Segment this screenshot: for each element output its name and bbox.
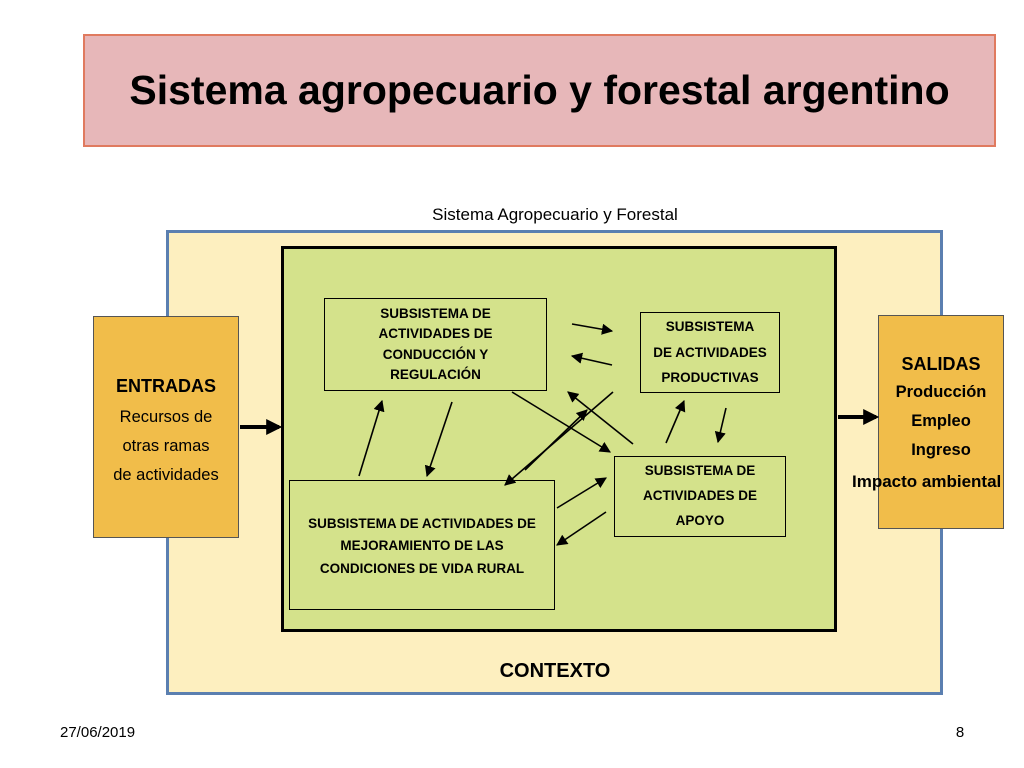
subsystem-productivas-line: PRODUCTIVAS xyxy=(661,370,759,386)
arrow-mejoramiento-to-apoyo xyxy=(556,477,607,509)
context-label: CONTEXTO xyxy=(499,660,611,682)
outputs-line: Ingreso xyxy=(911,441,971,459)
subsystem-productivas: SUBSISTEMA DE ACTIVIDADES PRODUCTIVAS xyxy=(640,312,780,393)
subsystem-conduccion-line: ACTIVIDADES DE xyxy=(378,326,493,342)
arrow-productivas-to-apoyo xyxy=(714,407,727,444)
subsystem-mejoramiento: SUBSISTEMA DE ACTIVIDADES DE MEJORAMIENT… xyxy=(289,480,555,610)
slide-date: 27/06/2019 xyxy=(60,724,136,741)
arrow-apoyo-to-productivas xyxy=(665,399,686,444)
arrow-conduccion-to-mejoramiento xyxy=(424,401,453,478)
slide-title: Sistema agropecuario y forestal argentin… xyxy=(129,67,950,113)
slide-number: 8 xyxy=(955,724,965,741)
subsystem-apoyo: SUBSISTEMA DE ACTIVIDADES DE APOYO xyxy=(614,456,786,537)
subsystem-productivas-line: SUBSISTEMA xyxy=(665,319,755,335)
arrow-apoyo-to-mejoramiento-2 xyxy=(556,511,607,546)
outputs-impact-line: Impacto ambiental xyxy=(852,472,1002,491)
subsystem-apoyo-line: SUBSISTEMA DE xyxy=(644,463,756,479)
arrow-conduccion-to-productivas xyxy=(571,323,614,335)
arrow-apoyo-to-conduccion xyxy=(567,391,634,445)
subsystem-mejoramiento-line: SUBSISTEMA DE ACTIVIDADES DE xyxy=(308,516,536,531)
arrow-apoyo-to-mejoramiento xyxy=(504,391,614,486)
arrow-mejoramiento-to-productivas xyxy=(524,409,588,471)
subsystem-mejoramiento-line: CONDICIONES DE VIDA RURAL xyxy=(319,560,525,576)
arrow-conduccion-to-apoyo xyxy=(511,391,611,453)
subsystem-productivas-line: DE ACTIVIDADES xyxy=(653,344,767,360)
arrow-productivas-to-conduccion xyxy=(570,352,613,366)
subsystem-conduccion-line: SUBSISTEMA DE xyxy=(380,306,491,321)
outputs-line: Producción xyxy=(895,383,987,401)
subsystem-apoyo-line: ACTIVIDADES DE xyxy=(642,488,757,504)
subsystem-conduccion-line: CONDUCCIÓN Y xyxy=(382,346,489,362)
inputs-line: otras ramas xyxy=(122,437,210,455)
inputs-line: Recursos de xyxy=(119,408,213,426)
subsystem-apoyo-line: APOYO xyxy=(675,512,725,528)
inputs-box: ENTRADAS Recursos de otras ramas de acti… xyxy=(93,316,239,538)
outputs-box: SALIDAS Producción Empleo Ingreso xyxy=(878,315,1004,529)
subsystem-mejoramiento-line: MEJORAMIENTO DE LAS xyxy=(340,538,504,554)
subsystem-conduccion: SUBSISTEMA DE ACTIVIDADES DE CONDUCCIÓN … xyxy=(324,298,547,391)
arrow-mejoramiento-to-conduccion xyxy=(358,399,385,477)
title-box: Sistema agropecuario y forestal argentin… xyxy=(83,34,996,147)
system-label: Sistema Agropecuario y Forestal xyxy=(432,205,678,224)
outputs-line: Empleo xyxy=(911,412,971,430)
subsystem-conduccion-line: REGULACIÓN xyxy=(390,366,481,382)
outputs-title: SALIDAS xyxy=(901,354,981,374)
inputs-line: de actividades xyxy=(113,466,219,484)
inputs-title: ENTRADAS xyxy=(115,376,216,396)
